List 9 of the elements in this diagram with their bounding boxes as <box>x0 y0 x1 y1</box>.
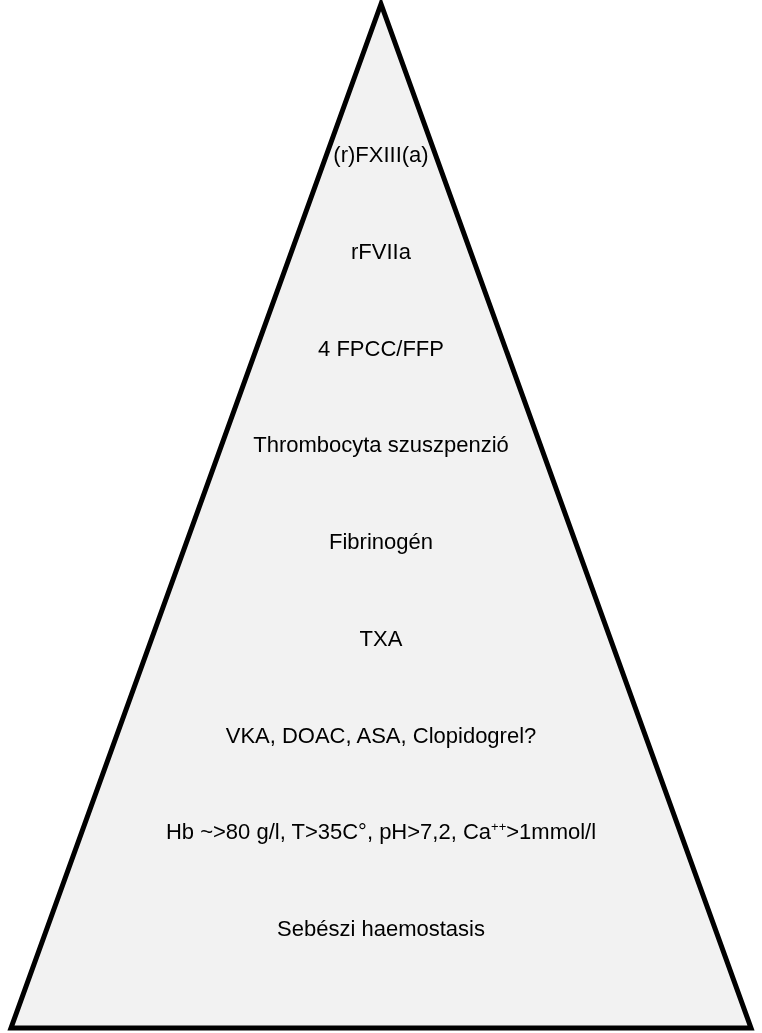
tier-label: VKA, DOAC, ASA, Clopidogrel? <box>225 722 537 749</box>
tier-label: Fibrinogén <box>329 529 433 555</box>
tier-label: TXA <box>359 625 403 652</box>
tier-label: (r)FXIII(a) <box>333 142 429 168</box>
tier-label: 4 FPCC/FFP <box>318 335 444 362</box>
tier-label: Sebészi haemostasis <box>277 916 485 942</box>
tier-label: Hb ~>80 g/l, T>35C°, pH>7,2, Ca$^{++}$>1mmol/l <box>165 819 597 846</box>
tier-label: rFVIIa <box>351 238 411 265</box>
tier-label: Thrombocyta szuszpenzió <box>253 432 509 459</box>
